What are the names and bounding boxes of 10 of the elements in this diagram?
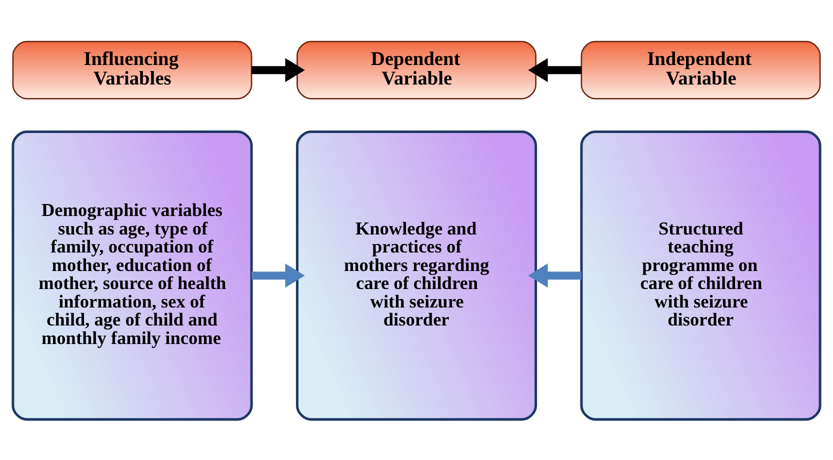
node-box: Demographic variables such as age, type of family, occupation of mother, education of mother, source of health information, sex of child, age of child and monthly family income <box>12 130 253 420</box>
node-box: Structured teaching programme on care of children with seizure disorder <box>580 130 822 420</box>
node-box: Dependent Variable <box>296 40 536 99</box>
arrow <box>252 263 305 288</box>
arrow <box>528 263 582 288</box>
node-box: Influencing Variables <box>12 40 252 99</box>
node-box: Independent Variable <box>580 40 821 99</box>
arrow <box>252 58 305 82</box>
node-box: Knowledge and practices of mothers regarding care of children with seizure disorder <box>296 130 538 420</box>
arrow <box>528 58 582 82</box>
